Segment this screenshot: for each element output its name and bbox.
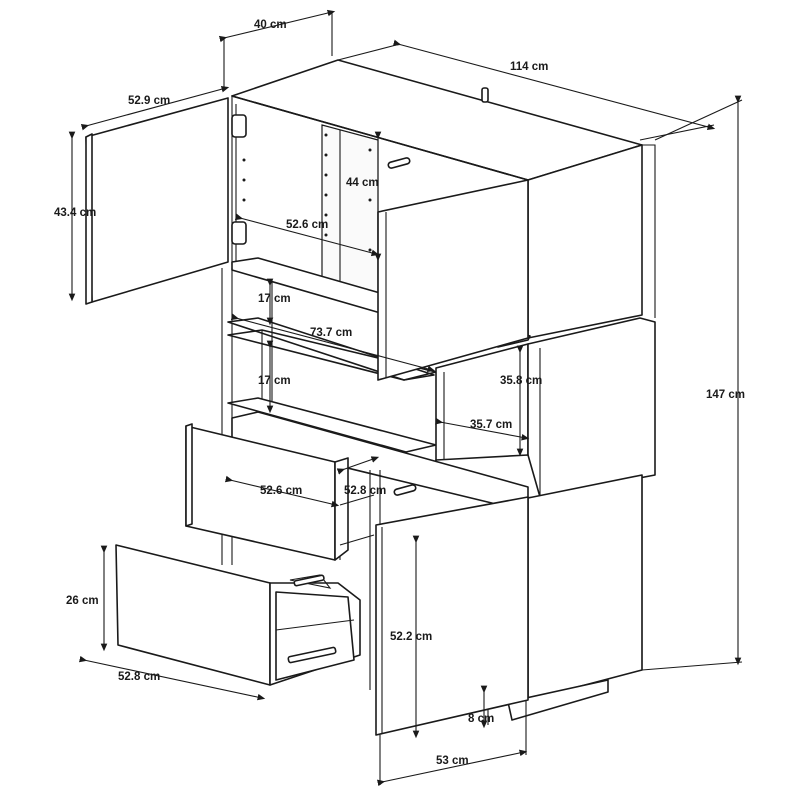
label-width: 114 cm xyxy=(510,61,548,73)
label-top-door-height: 43.4 cm xyxy=(54,207,96,219)
cube-side xyxy=(527,317,656,498)
label-inner-height: 44 cm xyxy=(346,177,379,189)
hinge-bottom-icon xyxy=(231,221,247,245)
plinth xyxy=(507,679,609,721)
label-total-height: 147 cm xyxy=(706,389,745,401)
door-handle-lower-icon xyxy=(393,484,417,496)
label-depth: 40 cm xyxy=(254,19,287,31)
top-side-panel xyxy=(527,144,643,339)
door-handle-icon xyxy=(387,157,411,169)
label-bottom-door-height: 52.2 cm xyxy=(390,631,432,643)
label-shelf-gap-1: 17 cm xyxy=(258,293,291,305)
label-bottom-door-width: 53 cm xyxy=(436,755,469,767)
cabinet-top xyxy=(231,59,643,181)
label-inner-width: 52.6 cm xyxy=(286,219,328,231)
label-drawer-depth: 52.8 cm xyxy=(344,485,386,497)
label-cube-height: 35.8 cm xyxy=(500,375,542,387)
hinge-top-icon xyxy=(231,114,247,138)
label-drawer-width-1: 52.6 cm xyxy=(260,485,302,497)
label-top-door-width: 52.9 cm xyxy=(128,95,170,107)
upper-left-door xyxy=(85,97,229,303)
label-plinth-height: 8 cm xyxy=(468,713,494,725)
lower-side-panel xyxy=(527,474,643,701)
top-handle-icon xyxy=(481,87,489,103)
dimension-labels: 40 cm 114 cm 52.9 cm 43.4 cm 44 cm 52.6 … xyxy=(54,19,745,767)
label-drawer-height: 26 cm xyxy=(66,595,99,607)
label-drawer-width-2: 52.8 cm xyxy=(118,671,160,683)
label-shelf-gap-2: 17 cm xyxy=(258,375,291,387)
label-shelf-width: 73.7 cm xyxy=(310,327,352,339)
label-cube-width: 35.7 cm xyxy=(470,419,512,431)
drawer-lower xyxy=(115,544,361,686)
cube-front xyxy=(435,343,529,466)
dimension-lines xyxy=(68,9,743,787)
lower-door xyxy=(375,496,529,736)
